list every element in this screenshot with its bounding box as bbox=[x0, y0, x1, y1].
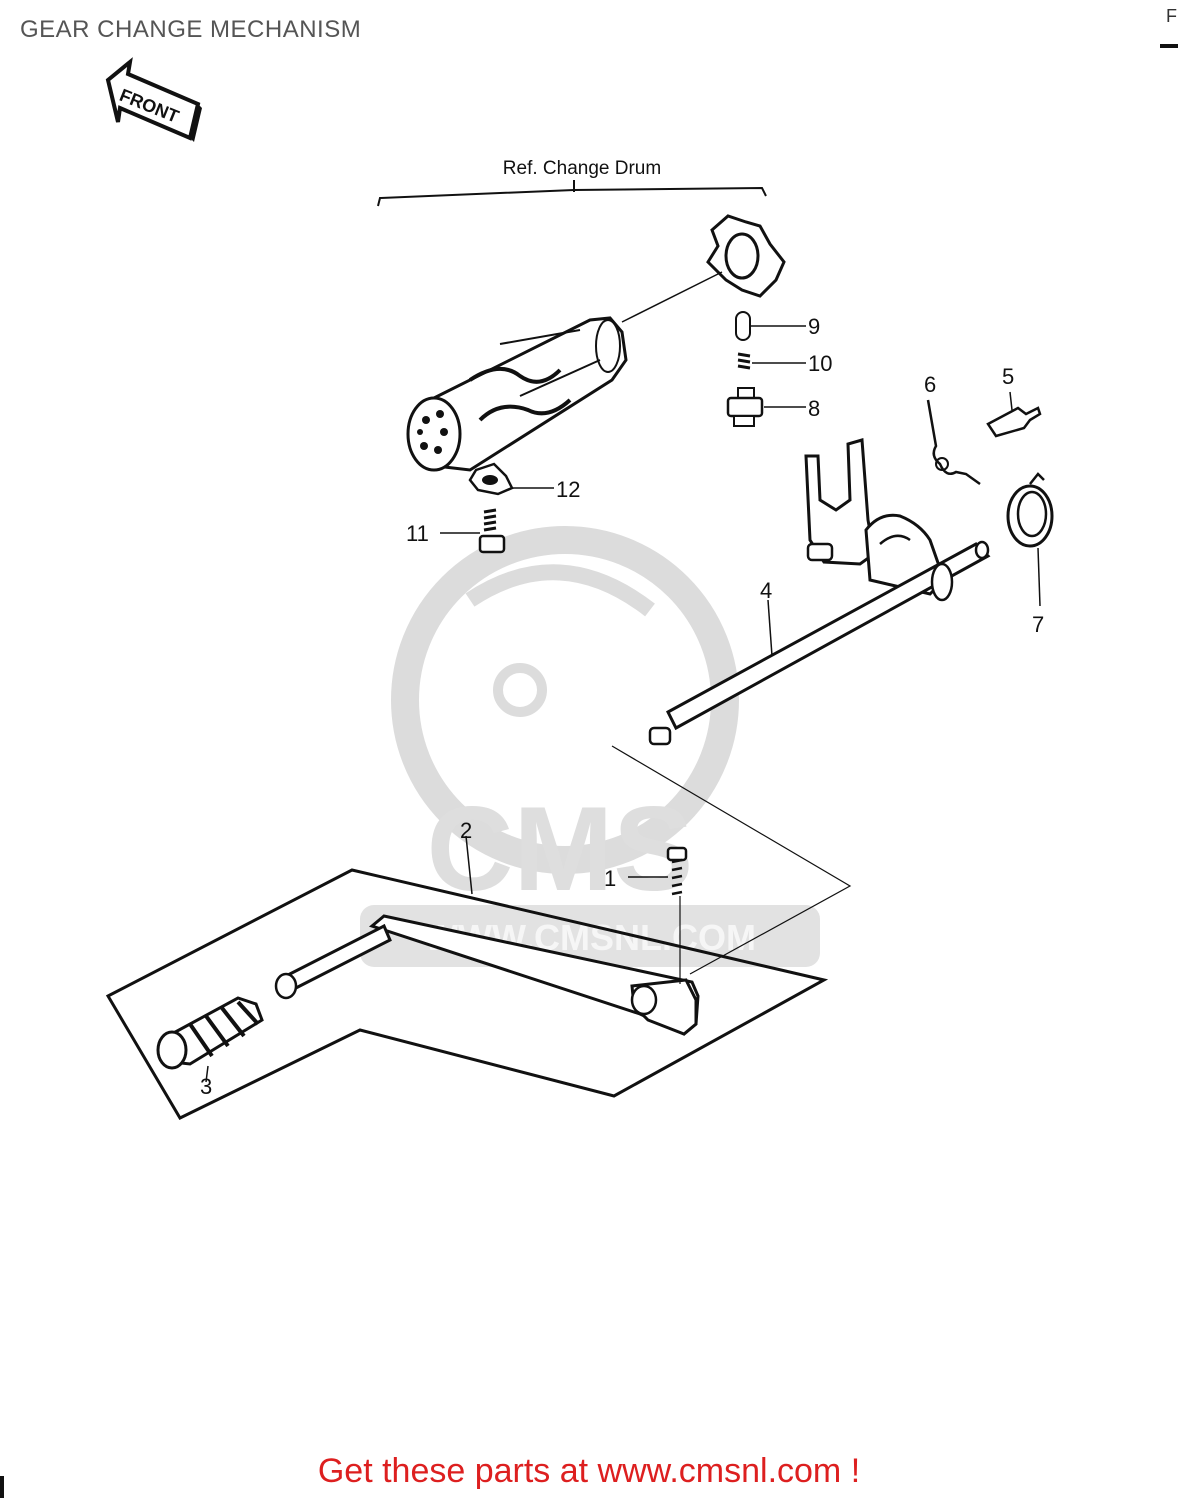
drum-leader-line bbox=[621, 271, 723, 323]
callout-10: 10 bbox=[808, 351, 832, 376]
page-title: GEAR CHANGE MECHANISM bbox=[20, 16, 362, 43]
front-arrow: FRONT bbox=[105, 57, 202, 142]
shift-pedal-part-2 bbox=[274, 835, 700, 1036]
edge-mark bbox=[0, 1476, 4, 1498]
callout-9: 9 bbox=[808, 314, 820, 339]
shift-shaft-part-4 bbox=[648, 540, 991, 746]
callout-2: 2 bbox=[460, 818, 472, 843]
callout-4: 4 bbox=[760, 578, 772, 603]
reference-bracket: Ref. Change Drum bbox=[377, 158, 767, 207]
watermark: CMS WWW.CMSNL.COM bbox=[360, 526, 820, 967]
plug-part-8 bbox=[726, 387, 806, 427]
callout-8: 8 bbox=[808, 396, 820, 421]
callout-7: 7 bbox=[1032, 612, 1044, 637]
watermark-eye bbox=[493, 663, 547, 717]
front-arrow-shadow bbox=[190, 104, 202, 142]
spring-part-6 bbox=[926, 399, 981, 486]
spring-part-7 bbox=[1006, 472, 1054, 607]
corner-dash bbox=[1160, 44, 1178, 48]
change-drum bbox=[406, 316, 628, 472]
footer-parts-link[interactable]: Get these parts at www.cmsnl.com ! bbox=[317, 1452, 861, 1490]
reference-bracket-line bbox=[377, 186, 767, 207]
pin-part-5 bbox=[986, 391, 1042, 438]
bolt-part-11 bbox=[440, 508, 506, 554]
callout-12: 12 bbox=[556, 477, 580, 502]
spring-part-10 bbox=[737, 352, 806, 370]
pedal-region-outline bbox=[105, 868, 829, 1120]
pin-part-9 bbox=[735, 311, 806, 341]
washer-part-12 bbox=[468, 462, 554, 496]
bolt-part-1 bbox=[628, 846, 688, 984]
assembly-line bbox=[611, 745, 852, 975]
callout-11: 11 bbox=[406, 521, 429, 546]
shift-fork bbox=[804, 438, 946, 596]
watermark-logo: CMS bbox=[427, 782, 694, 916]
callout-labels: 1 2 3 4 5 6 7 8 9 10 11 12 bbox=[200, 314, 1044, 1099]
corner-mark: F bbox=[1166, 6, 1177, 26]
callout-5: 5 bbox=[1002, 364, 1014, 389]
callout-3: 3 bbox=[200, 1074, 212, 1099]
watermark-helmet bbox=[465, 564, 655, 617]
pedal-rubber-part-3 bbox=[156, 996, 264, 1083]
reference-label: Ref. Change Drum bbox=[503, 158, 661, 179]
change-drum-star bbox=[706, 214, 786, 298]
callout-1: 1 bbox=[604, 866, 616, 891]
callout-6: 6 bbox=[924, 372, 936, 397]
